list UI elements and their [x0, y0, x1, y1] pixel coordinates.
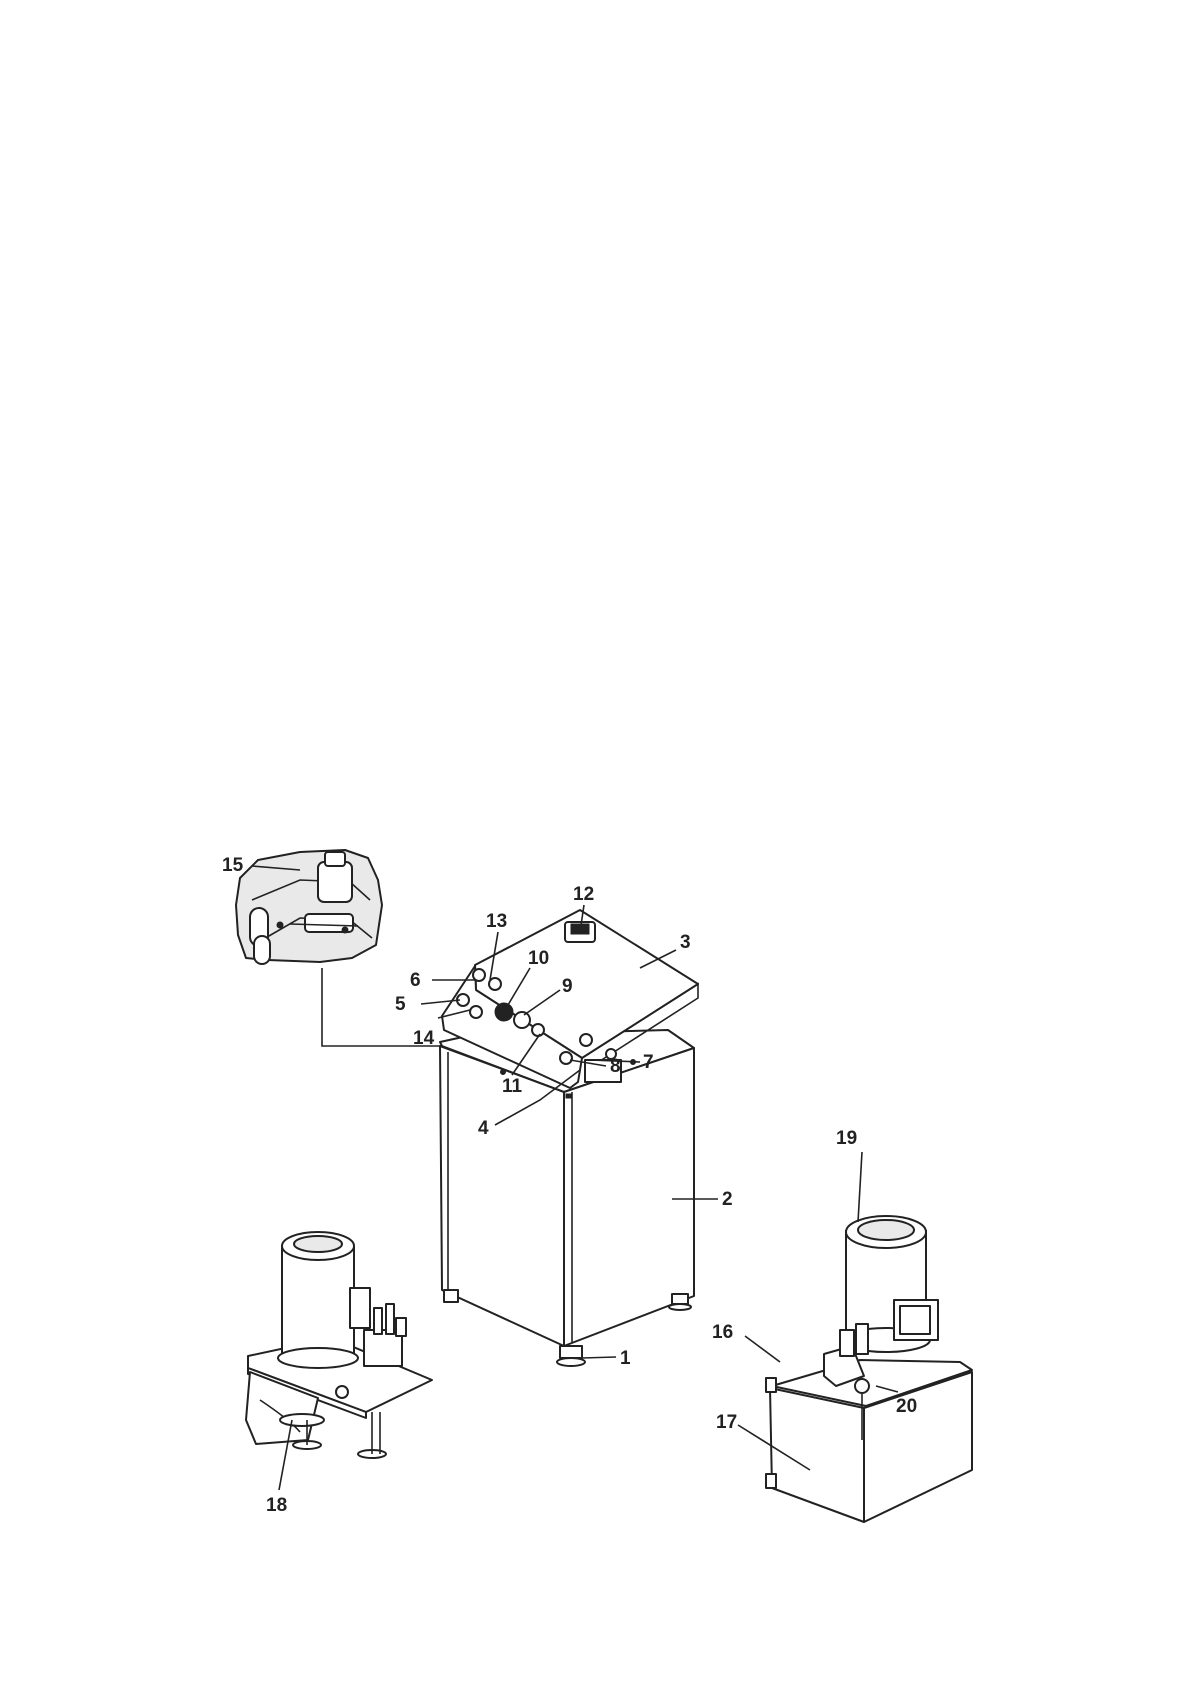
callout-13: 13 [486, 911, 507, 932]
callout-19: 19 [836, 1128, 857, 1149]
hydraulic-unit-left [246, 1232, 432, 1458]
callout-17: 17 [716, 1412, 737, 1433]
callout-2: 2 [722, 1189, 733, 1210]
callout-11: 11 [502, 1076, 523, 1097]
callout-14: 14 [413, 1028, 435, 1049]
callout-18: 18 [266, 1495, 287, 1516]
callout-8: 8 [610, 1056, 621, 1077]
callout-12: 12 [573, 884, 594, 905]
callout-1: 1 [620, 1348, 631, 1369]
hydraulic-unit-right [766, 1216, 972, 1522]
callout-10: 10 [528, 948, 549, 969]
callout-16: 16 [712, 1322, 733, 1343]
callout-5: 5 [395, 994, 406, 1015]
callout-6: 6 [410, 970, 421, 991]
callout-15: 15 [222, 855, 244, 876]
callout-20: 20 [896, 1396, 917, 1417]
callout-7: 7 [643, 1052, 654, 1073]
callout-4: 4 [478, 1118, 489, 1139]
callout-9: 9 [562, 976, 573, 997]
callout-3: 3 [680, 932, 691, 953]
